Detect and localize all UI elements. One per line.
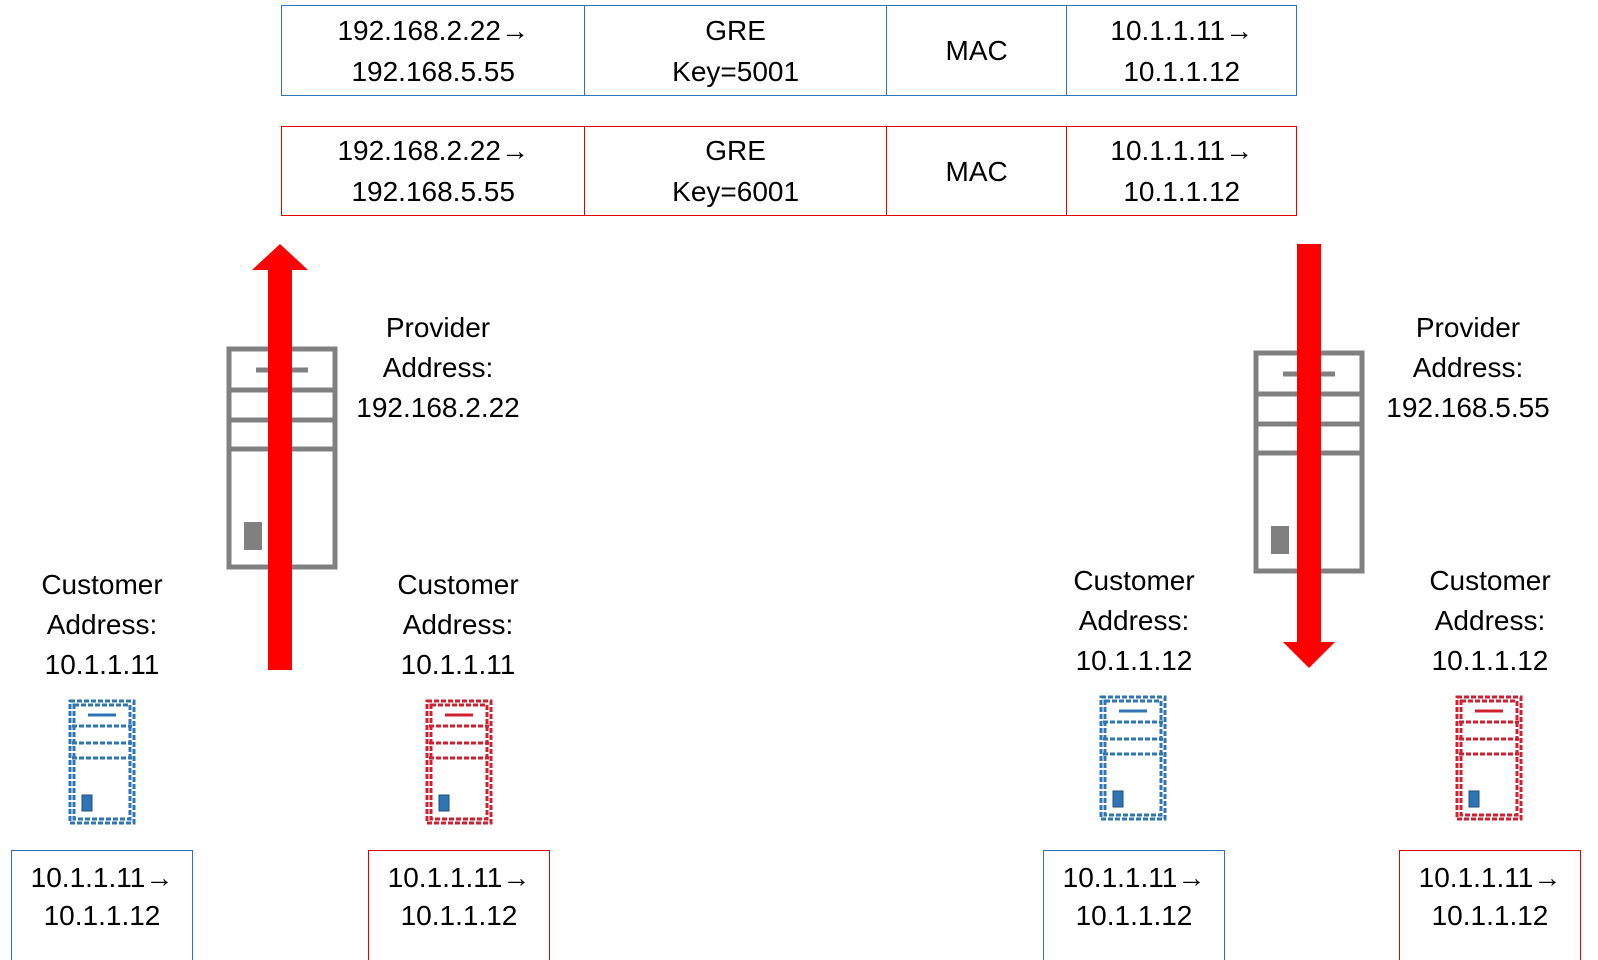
gre-key-cell: GRE Key=6001 bbox=[584, 127, 885, 215]
vm-server-icon bbox=[1455, 695, 1523, 821]
vm-server-icon bbox=[1099, 695, 1167, 821]
packet-header-red: 192.168.2.22→ 192.168.5.55 GRE Key=6001 … bbox=[281, 126, 1297, 216]
customer-address-label: Customer Address: 10.1.1.11 bbox=[397, 569, 519, 680]
customer-packet: 10.1.1.11→ 10.1.1.12 bbox=[1043, 850, 1225, 960]
arrow-up-icon bbox=[252, 244, 308, 670]
mac-cell: MAC bbox=[885, 6, 1067, 95]
outer-ip-cell: 192.168.2.22→ 192.168.5.55 bbox=[337, 14, 529, 87]
arrow-down-icon bbox=[1283, 244, 1335, 668]
provider-address-left: Provider Address: 192.168.2.22 bbox=[356, 312, 520, 423]
inner-ip-cell: 10.1.1.11→ 10.1.1.12 bbox=[1066, 127, 1296, 215]
outer-ip-cell: 192.168.2.22→ 192.168.5.55 bbox=[337, 135, 529, 207]
customer-address-label: Customer Address: 10.1.1.12 bbox=[1073, 565, 1195, 676]
vm-server-icon bbox=[68, 699, 136, 825]
customer-address-label: Customer Address: 10.1.1.12 bbox=[1429, 565, 1551, 676]
customer-packet: 10.1.1.11→ 10.1.1.12 bbox=[368, 850, 550, 960]
customer-packet: 10.1.1.11→ 10.1.1.12 bbox=[1399, 850, 1581, 960]
provider-address-right: Provider Address: 192.168.5.55 bbox=[1386, 312, 1550, 423]
gre-key-cell: GRE Key=5001 bbox=[584, 6, 885, 95]
customer-address-label: Customer Address: 10.1.1.11 bbox=[41, 569, 163, 680]
vm-server-icon bbox=[425, 699, 493, 825]
customer-packet: 10.1.1.11→ 10.1.1.12 bbox=[11, 850, 193, 960]
inner-ip-cell: 10.1.1.11→ 10.1.1.12 bbox=[1066, 6, 1296, 95]
mac-cell: MAC bbox=[885, 127, 1067, 215]
packet-header-blue: 192.168.2.22→ 192.168.5.55 GRE Key=5001 … bbox=[281, 5, 1297, 96]
